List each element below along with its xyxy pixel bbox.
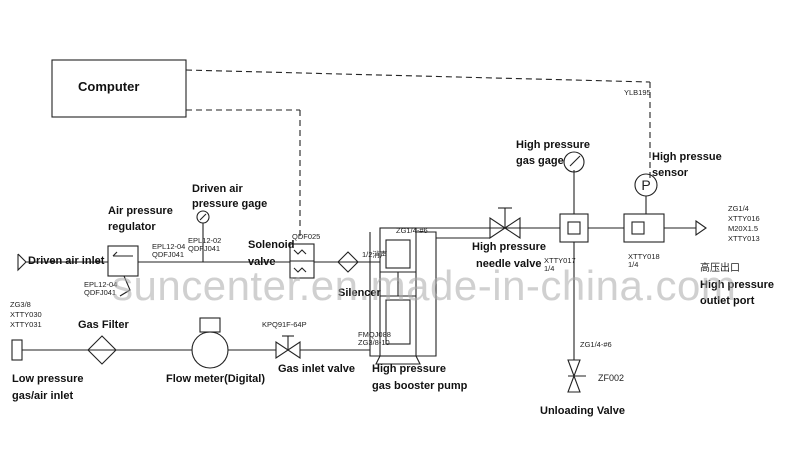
hp-gas-gage-label-1: High pressure (516, 139, 590, 151)
driven-air-gage-label-1: Driven air (192, 183, 243, 195)
hp-gas-gage-label-2: gas gage (516, 155, 564, 167)
code-outlet-cn: 高压出口 (700, 263, 740, 274)
hp-outlet-label-2: outlet port (700, 295, 755, 307)
computer-label: Computer (78, 79, 140, 94)
code-qdfj041-c: QDFJ041 (84, 288, 117, 297)
gas-filter (87, 335, 117, 365)
computer-box (51, 59, 187, 118)
hp-sensor (634, 173, 658, 197)
code-zg14-right: ZG1/4 (728, 204, 749, 213)
code-fmqj088: FMQJ088 (358, 330, 391, 339)
needle-valve-label-2: needle valve (476, 258, 542, 270)
code-xtty017: XTTY017 (544, 256, 576, 265)
watermark: suncenter.en.made-in-china.com (112, 262, 737, 309)
code-zg14-top: ZG1/4-#6 (396, 226, 428, 235)
code-half-inch-silencer: 1/2消声 (362, 250, 388, 259)
hp-sensor-label-2: sensor (652, 167, 689, 179)
driven-air-inlet-label: Driven air inlet (28, 255, 105, 267)
hp-sensor-label-1: High pressue (652, 151, 722, 163)
code-qdfj041-a: QDFJ041 (188, 244, 221, 253)
booster-pump-label-1: High pressure (372, 363, 446, 375)
silencer-label: Silencer (338, 287, 381, 299)
code-m20: M20X1.5 (728, 224, 759, 233)
solenoid-valve-label-1: Solenoid (248, 239, 295, 251)
code-xtty030: XTTY030 (10, 310, 42, 319)
code-epl12-04: EPL12-04 (152, 242, 186, 251)
code-kpq91f: KPQ91F-64P (262, 320, 307, 329)
low-pressure-inlet-label-1: Low pressure (12, 373, 84, 385)
booster-pump-label-2: gas booster pump (372, 380, 468, 392)
code-zg14-bottom: ZG1/4-#6 (580, 340, 612, 349)
code-qdfj041-b: QDFJ041 (152, 250, 185, 259)
driven-air-gage-label-2: pressure gage (192, 198, 268, 210)
air-pressure-regulator-label-1: Air pressure (108, 205, 173, 217)
code-epl12-04b: EPL12-04 (84, 280, 118, 289)
air-pressure-regulator-label-2: regulator (108, 221, 156, 233)
unloading-valve (567, 359, 581, 393)
gas-inlet-valve (275, 340, 301, 360)
low-pressure-inlet-port (11, 339, 23, 361)
code-xtty031: XTTY031 (10, 320, 42, 329)
code-quarter-b: 1/4 (628, 260, 639, 269)
code-xtty018: XTTY018 (628, 252, 660, 261)
unloading-valve-label: Unloading Valve (540, 405, 625, 417)
code-qdf025: QDF025 (292, 232, 321, 241)
code-ylb195: YLB195 (624, 88, 651, 97)
needle-valve-label-1: High pressure (472, 241, 546, 253)
gas-inlet-valve-label: Gas inlet valve (278, 363, 356, 375)
signal-lines (185, 69, 651, 237)
code-xtty013: XTTY013 (728, 234, 760, 243)
solenoid-valve-label-2: valve (248, 256, 276, 268)
low-pressure-inlet-label-2: gas/air inlet (12, 390, 74, 402)
code-xtty016: XTTY016 (728, 214, 760, 223)
hp-gas-gage (563, 151, 585, 173)
hp-outlet-label-1: High pressure (700, 279, 774, 291)
code-zg38: ZG3/8 (10, 300, 31, 309)
code-zg38-10: ZG3/8-10 (358, 338, 390, 347)
code-zf002: ZF002 (598, 373, 625, 383)
driven-air-inlet-symbol (17, 253, 27, 272)
code-epl12-02: EPL12-02 (188, 236, 222, 245)
needle-valve (489, 216, 521, 240)
flow-meter (191, 331, 229, 369)
cross-fitting (559, 213, 589, 243)
flow-meter-label: Flow meter(Digital) (166, 373, 266, 385)
air-pressure-regulator (107, 245, 139, 277)
gas-filter-label: Gas Filter (78, 319, 129, 331)
sensor-p-glyph: P (641, 177, 650, 193)
code-quarter-a: 1/4 (544, 264, 555, 273)
silencer (337, 251, 359, 273)
